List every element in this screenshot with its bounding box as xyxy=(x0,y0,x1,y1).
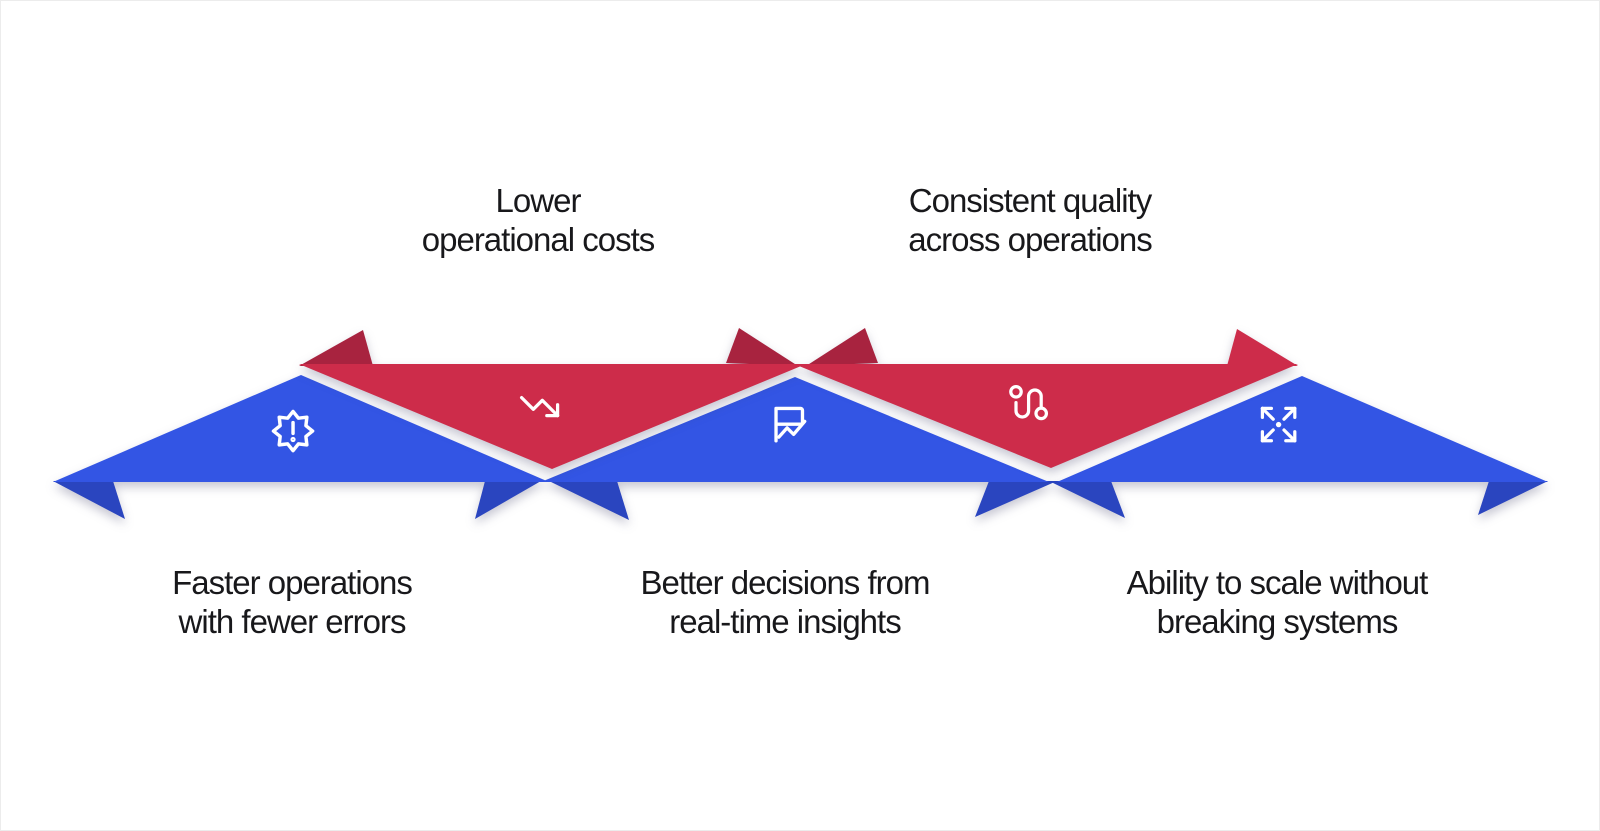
blue-arrow-fold-barb xyxy=(975,481,1057,517)
blue-arrow-fold-barb xyxy=(1049,481,1125,518)
expand-diag-br xyxy=(1282,428,1297,443)
trend-line xyxy=(519,395,560,418)
benefit-label-line: Faster operations xyxy=(172,564,413,601)
expand-diag-tl xyxy=(1260,406,1275,421)
route-path xyxy=(1014,388,1043,419)
trending-down-icon xyxy=(519,395,560,418)
benefit-label-line: Consistent quality xyxy=(908,182,1152,219)
blue-arrow-segment-2 xyxy=(541,377,1049,482)
benefit-label-line: operational costs xyxy=(421,221,655,258)
badge-burst-outline xyxy=(271,409,315,453)
red-arrow-left-tip-barb xyxy=(299,330,373,366)
benefit-label-line: across operations xyxy=(908,221,1152,258)
route-rotated-group xyxy=(1009,384,1049,421)
blue-arrow-left-tip-barb xyxy=(53,481,125,519)
benefit-label-better-decisions: Better decisions from real-time insights xyxy=(640,563,931,641)
route-loop-icon xyxy=(1009,384,1049,421)
benefit-label-consistent-quality: Consistent quality across operations xyxy=(908,181,1152,259)
expand-diag-bl xyxy=(1260,428,1275,443)
benefit-label-ability-to-scale: Ability to scale without breaking system… xyxy=(1126,563,1429,641)
blue-zigzag-arrow xyxy=(53,375,1548,520)
exclamation-dot xyxy=(290,436,296,443)
benefit-label-line: Lower xyxy=(495,182,582,219)
red-arrow-fold-barb xyxy=(806,328,878,366)
benefit-label-faster-operations: Faster operations with fewer errors xyxy=(172,563,413,641)
trend-arrowhead xyxy=(545,403,560,418)
flag-chart-icon xyxy=(774,406,807,443)
benefit-label-lower-operational-costs: Lower operational costs xyxy=(421,181,655,259)
benefit-label-line: with fewer errors xyxy=(178,603,407,640)
benefit-label-line: Better decisions from xyxy=(640,564,931,601)
chart-zigzag xyxy=(777,419,807,439)
expand-diag-tr xyxy=(1282,406,1297,421)
benefit-label-line: breaking systems xyxy=(1156,603,1399,640)
red-arrow-fold-barb xyxy=(726,328,798,366)
expand-center-dot xyxy=(1275,421,1282,428)
red-arrow-right-tip-flare xyxy=(1227,329,1298,366)
route-endpoint-a xyxy=(1009,384,1023,399)
expand-icon xyxy=(1260,406,1297,443)
benefit-label-line: Ability to scale without xyxy=(1126,564,1429,601)
badge-alert-icon xyxy=(271,409,315,453)
blue-arrow-right-tip-barb xyxy=(1478,481,1548,515)
benefit-label-line: real-time insights xyxy=(669,603,901,640)
blue-arrow-fold-barb xyxy=(549,481,629,520)
blue-arrow-segment-3 xyxy=(1057,376,1548,482)
blue-arrow-segment-1 xyxy=(53,375,549,482)
blue-arrow-fold-barb xyxy=(475,481,541,519)
